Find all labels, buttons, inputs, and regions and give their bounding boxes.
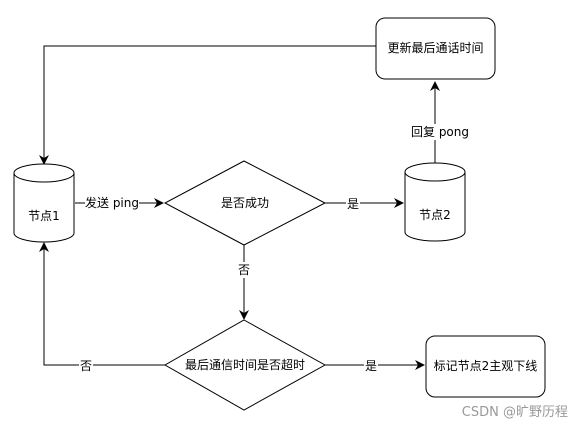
mark-offline-box: 标记节点2主观下线 xyxy=(425,335,546,398)
update-time-box: 更新最后通话时间 xyxy=(375,17,496,80)
send-ping-text: 发送 ping xyxy=(85,195,139,210)
node1-label: 节点1 xyxy=(28,209,60,223)
mark-offline-label: 标记节点2主观下线 xyxy=(434,359,538,373)
timeout-no-text: 否 xyxy=(80,359,92,373)
edge-label-success-yes: 是 xyxy=(346,196,360,212)
edge-label-success-no: 否 xyxy=(237,262,251,278)
edge-label-timeout-yes: 是 xyxy=(364,358,378,374)
is-success-label: 是否成功 xyxy=(221,196,269,210)
node1-cylinder: 节点1 xyxy=(13,163,75,243)
success-yes-text: 是 xyxy=(347,197,359,211)
update-time-label: 更新最后通话时间 xyxy=(387,40,483,55)
edge-update-to-node1 xyxy=(39,45,376,165)
reply-pong-text: 回复 pong xyxy=(411,125,469,139)
node2-label: 节点2 xyxy=(419,208,451,222)
watermark: CSDN @旷野历程 xyxy=(462,405,568,420)
edge-label-send-ping: 发送 ping xyxy=(85,195,139,211)
timeout-yes-text: 是 xyxy=(365,359,377,373)
edge-label-timeout-no: 否 xyxy=(79,358,93,374)
node2-cylinder: 节点2 xyxy=(404,162,466,242)
edge-label-reply-pong: 回复 pong xyxy=(410,124,470,140)
is-timeout-label: 最后通信时间是否超时 xyxy=(185,357,305,372)
success-no-text: 否 xyxy=(238,263,250,277)
edge-timeout-no xyxy=(39,242,165,366)
is-success-decision: 是否成功 xyxy=(163,160,327,246)
is-timeout-decision: 最后通信时间是否超时 xyxy=(163,319,327,411)
